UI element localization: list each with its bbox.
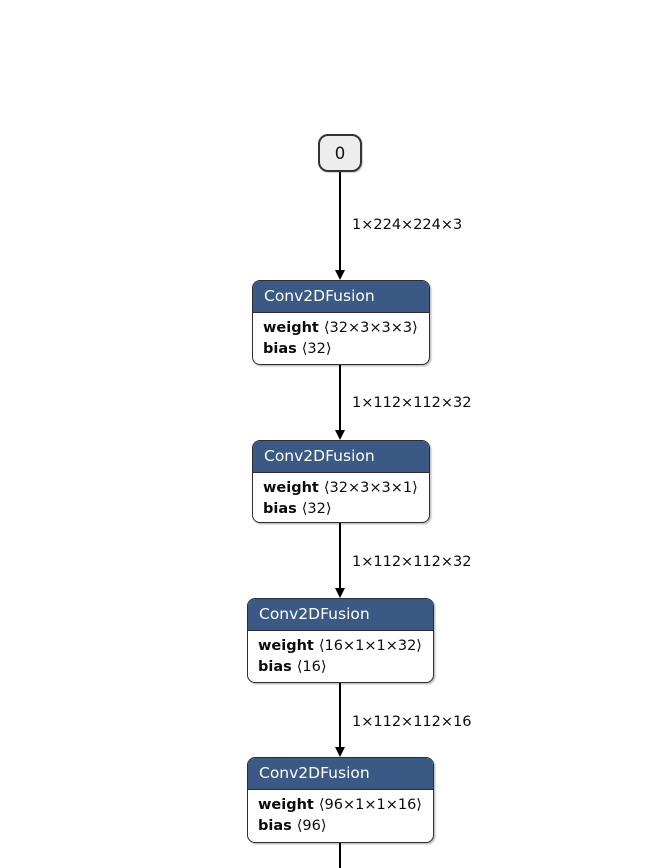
attr-value: ⟨96⟩ <box>296 818 327 834</box>
attr-name: weight <box>258 638 314 654</box>
attr-value: ⟨96×1×1×16⟩ <box>318 797 422 813</box>
edge-label-tensor-shape[interactable]: 1×224×224×3 <box>352 217 463 233</box>
arrowhead-icon <box>335 747 345 757</box>
edge-line <box>339 172 341 271</box>
arrowhead-icon <box>335 588 345 598</box>
attr-row-weight: weight⟨16×1×1×32⟩ <box>258 636 423 657</box>
input-node[interactable]: 0 <box>318 134 362 172</box>
edge-line <box>339 523 341 589</box>
edge-line <box>339 683 341 748</box>
attr-name: bias <box>258 818 292 834</box>
attr-row-bias: bias⟨32⟩ <box>263 339 419 360</box>
node-conv2dfusion-2[interactable]: Conv2DFusion weight⟨32×3×3×1⟩ bias⟨32⟩ <box>252 440 430 523</box>
attr-value: ⟨32⟩ <box>301 341 332 357</box>
node-attributes: weight⟨96×1×1×16⟩ bias⟨96⟩ <box>248 790 433 842</box>
node-attributes: weight⟨32×3×3×3⟩ bias⟨32⟩ <box>253 313 429 364</box>
attr-row-bias: bias⟨32⟩ <box>263 499 419 520</box>
attr-name: bias <box>263 501 297 517</box>
node-title: Conv2DFusion <box>248 599 433 631</box>
attr-name: bias <box>258 659 292 675</box>
edge-label-tensor-shape[interactable]: 1×112×112×32 <box>352 554 472 570</box>
node-attributes: weight⟨16×1×1×32⟩ bias⟨16⟩ <box>248 631 433 682</box>
attr-value: ⟨16×1×1×32⟩ <box>318 638 422 654</box>
attr-row-bias: bias⟨96⟩ <box>258 816 423 837</box>
node-title: Conv2DFusion <box>248 758 433 790</box>
node-attributes: weight⟨32×3×3×1⟩ bias⟨32⟩ <box>253 473 429 522</box>
node-title: Conv2DFusion <box>253 281 429 313</box>
attr-value: ⟨16⟩ <box>296 659 327 675</box>
attr-name: bias <box>263 341 297 357</box>
input-node-label: 0 <box>334 143 346 163</box>
attr-value: ⟨32×3×3×3⟩ <box>323 320 418 336</box>
attr-row-weight: weight⟨32×3×3×1⟩ <box>263 478 419 499</box>
arrowhead-icon <box>335 270 345 280</box>
node-conv2dfusion-1[interactable]: Conv2DFusion weight⟨32×3×3×3⟩ bias⟨32⟩ <box>252 280 430 365</box>
attr-row-weight: weight⟨32×3×3×3⟩ <box>263 318 419 339</box>
edge-label-tensor-shape[interactable]: 1×112×112×16 <box>352 714 472 730</box>
edge-label-tensor-shape[interactable]: 1×112×112×32 <box>352 395 472 411</box>
arrowhead-icon <box>335 430 345 440</box>
edge-line <box>339 365 341 431</box>
attr-row-weight: weight⟨96×1×1×16⟩ <box>258 795 423 816</box>
attr-row-bias: bias⟨16⟩ <box>258 657 423 678</box>
attr-name: weight <box>263 320 319 336</box>
attr-value: ⟨32⟩ <box>301 501 332 517</box>
edge-line <box>339 843 341 868</box>
node-conv2dfusion-3[interactable]: Conv2DFusion weight⟨16×1×1×32⟩ bias⟨16⟩ <box>247 598 434 683</box>
node-title: Conv2DFusion <box>253 441 429 473</box>
attr-name: weight <box>263 480 319 496</box>
attr-value: ⟨32×3×3×1⟩ <box>323 480 418 496</box>
node-conv2dfusion-4[interactable]: Conv2DFusion weight⟨96×1×1×16⟩ bias⟨96⟩ <box>247 757 434 843</box>
attr-name: weight <box>258 797 314 813</box>
